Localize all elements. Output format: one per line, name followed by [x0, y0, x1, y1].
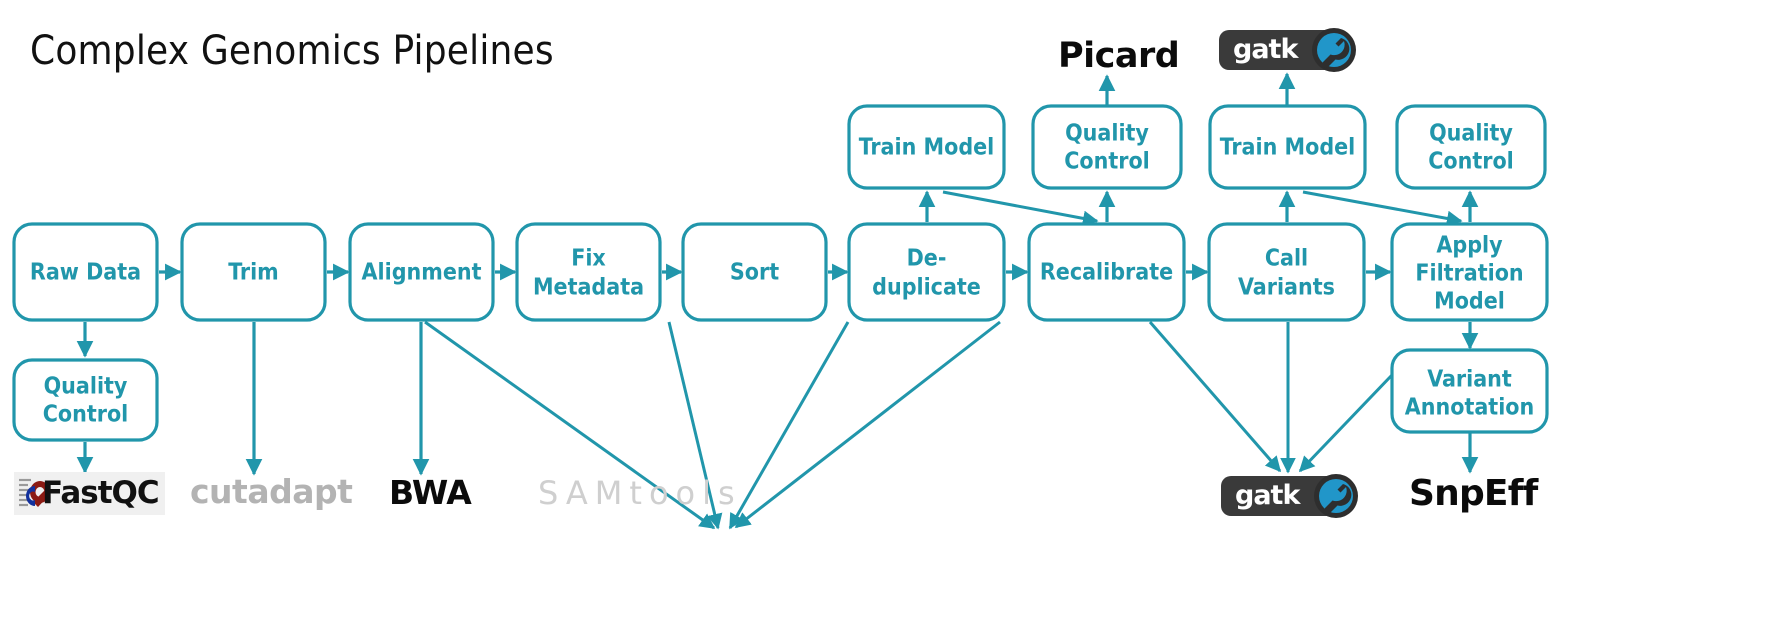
node-recalibrate-label: Recalibrate — [1040, 260, 1173, 286]
picard-logo: Picard — [1058, 36, 1180, 76]
fastqc-icon — [19, 478, 51, 507]
edge-deduplicate-to-samtools — [734, 320, 1001, 529]
node-train-model-1-label: Train Model — [859, 135, 995, 161]
gatk-label-top: gatk — [1233, 34, 1298, 65]
node-quality-control-variants[interactable]: Quality Control — [1395, 104, 1547, 190]
node-alignment-label: Alignment — [362, 260, 482, 286]
node-apply-filtration-label-line3: Model — [1434, 289, 1505, 315]
node-fix-metadata-label-line2: Metadata — [533, 275, 644, 301]
node-variant-annotation-label-line1: Variant — [1427, 367, 1512, 393]
node-quality-control-variants-label-line1: Quality — [1429, 121, 1513, 147]
snpeff-logo: SnpEff — [1409, 473, 1538, 514]
edge-fix-metadata-to-samtools — [667, 321, 723, 530]
node-quality-control-raw-label-line2: Control — [43, 402, 129, 428]
gatk-label-bottom: gatk — [1235, 480, 1300, 511]
node-fix-metadata[interactable]: Fix Metadata — [515, 222, 662, 322]
edge-variant-annotation-to-gatk-bottom — [1298, 373, 1394, 473]
node-quality-control-variants-label-line2: Control — [1428, 149, 1514, 175]
node-call-variants[interactable]: Call Variants — [1207, 222, 1366, 322]
node-train-model-2-label: Train Model — [1220, 135, 1356, 161]
edges-layer — [76, 72, 1479, 530]
edge-alignment-to-samtools — [424, 320, 716, 530]
node-quality-control-dedup-label-line1: Quality — [1065, 121, 1149, 147]
fastqc-logo: FastQC — [14, 472, 165, 515]
node-deduplicate-label-line1: De- — [907, 246, 947, 272]
node-apply-filtration-label-line2: Filtration — [1415, 261, 1523, 287]
node-quality-control-dedup-label-line2: Control — [1064, 149, 1150, 175]
edge-sort-to-samtools — [728, 321, 850, 530]
node-alignment[interactable]: Alignment — [348, 222, 495, 322]
node-trim[interactable]: Trim — [180, 222, 327, 322]
node-recalibrate[interactable]: Recalibrate — [1027, 222, 1186, 322]
node-quality-control-dedup[interactable]: Quality Control — [1031, 104, 1183, 190]
node-trim-label: Trim — [228, 260, 278, 286]
node-train-model-2[interactable]: Train Model — [1208, 104, 1367, 190]
cutadapt-logo: cutadapt — [190, 472, 353, 511]
node-variant-annotation-label-line2: Annotation — [1405, 395, 1535, 421]
node-sort[interactable]: Sort — [681, 222, 828, 322]
node-raw-data[interactable]: Raw Data — [12, 222, 159, 322]
node-variant-annotation[interactable]: Variant Annotation — [1390, 348, 1549, 434]
gatk-logo-top: gatk — [1219, 27, 1357, 73]
node-apply-filtration-model[interactable]: Apply Filtration Model — [1390, 222, 1549, 322]
edge-recalibrate-to-gatk-bottom — [1148, 321, 1282, 473]
gatk-wrench-icon-bottom — [1314, 474, 1358, 518]
node-raw-data-label: Raw Data — [30, 260, 141, 286]
node-fix-metadata-label-line1: Fix — [571, 246, 606, 272]
node-call-variants-label-line1: Call — [1265, 246, 1308, 272]
samtools-logo: SAMtools — [538, 474, 742, 512]
node-deduplicate[interactable]: De- duplicate — [847, 222, 1006, 322]
node-call-variants-label-line2: Variants — [1238, 275, 1335, 301]
node-apply-filtration-label-line1: Apply — [1436, 233, 1503, 259]
nodes-layer: Raw Data Trim Alignment Fix Metadata — [12, 104, 1549, 442]
gatk-wrench-icon — [1312, 28, 1356, 72]
page-title: Complex Genomics Pipelines — [30, 28, 554, 74]
node-quality-control-raw[interactable]: Quality Control — [12, 358, 159, 442]
gatk-logo-bottom: gatk — [1221, 473, 1359, 519]
node-quality-control-raw-label-line1: Quality — [44, 374, 128, 400]
fastqc-label: FastQC — [42, 474, 160, 511]
node-train-model-1[interactable]: Train Model — [847, 104, 1006, 190]
edge-train-model-2-to-apply-filtration — [1302, 190, 1463, 227]
edge-train-model-1-to-recalibrate — [942, 190, 1099, 227]
bwa-logo: BWA — [389, 473, 472, 512]
node-deduplicate-label-line2: duplicate — [872, 275, 981, 301]
node-sort-label: Sort — [730, 260, 779, 286]
